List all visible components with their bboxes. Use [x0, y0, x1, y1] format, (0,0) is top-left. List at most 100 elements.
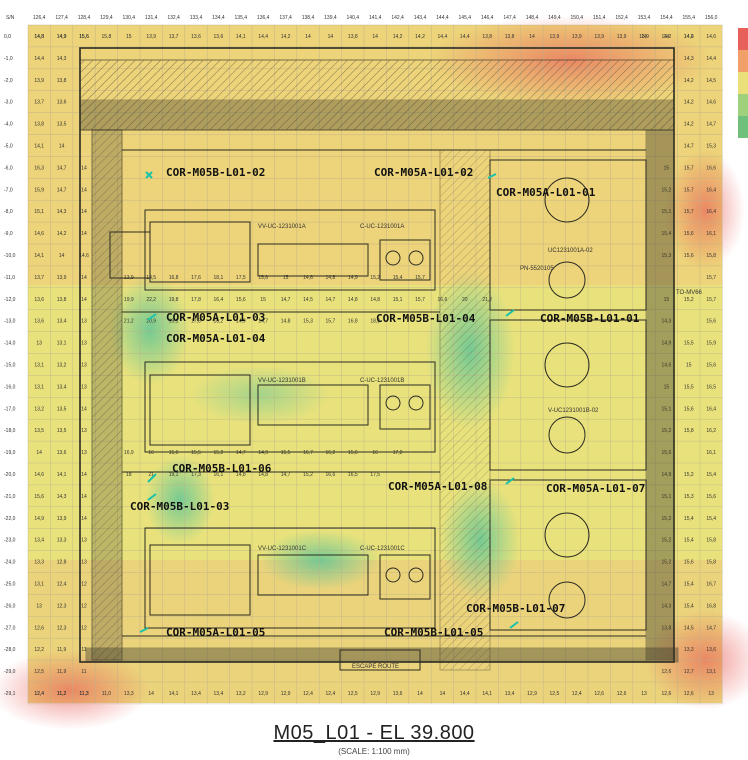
cell-value: 15,2: [662, 560, 672, 566]
cell-value: 14: [305, 34, 311, 40]
row-header: -23,0: [4, 538, 16, 544]
cell-value: 15,2: [684, 297, 694, 303]
column-header: 135,4: [235, 15, 248, 21]
cell-value: 11,3: [79, 691, 89, 697]
row-header: -12,0: [4, 297, 16, 303]
cell-value: 13,1: [34, 581, 44, 587]
column-header: 136,4: [257, 15, 270, 21]
cell-value: 14,5: [303, 297, 313, 303]
cell-value: 11,2: [57, 691, 67, 697]
cell-value: 15,6: [34, 494, 44, 500]
cell-value: 15,8: [706, 538, 716, 544]
cell-value: 13: [81, 384, 87, 390]
cell-value: 15: [664, 297, 670, 303]
cell-value: 12,5: [550, 691, 560, 697]
cell-value: 11,9: [57, 647, 67, 653]
cell-value: 15,8: [706, 560, 716, 566]
corridor-tag: COR-M05B-L01-07: [466, 602, 565, 615]
cell-value: 14: [440, 691, 446, 697]
cell-value: 15,2: [370, 275, 380, 281]
equipment-label: V-UC1231001B-02: [548, 408, 599, 414]
cell-value: 14,6: [706, 100, 716, 106]
row-header: -14,0: [4, 341, 16, 347]
row-header: -1,0: [4, 56, 13, 62]
column-header: 129,4: [100, 15, 113, 21]
equipment-label: UC1231001A-02: [548, 248, 593, 254]
cell-value: 12,6: [662, 691, 672, 697]
equipment-label: ESCAPE ROUTE: [352, 664, 399, 670]
cell-value: 11,0: [102, 691, 112, 697]
row-header: -25,0: [4, 581, 16, 587]
drawing-scale: (SCALE: 1:100 mm): [338, 747, 410, 756]
cell-value: 13,1: [34, 384, 44, 390]
cell-value: 13,4: [34, 538, 44, 544]
row-header: -28,0: [4, 647, 16, 653]
cell-value: 13,4: [214, 691, 224, 697]
cell-value: 19,9: [124, 297, 134, 303]
cell-value: 13,8: [662, 625, 672, 631]
cell-value: 14,4: [460, 34, 470, 40]
cell-value: 15,2: [214, 450, 224, 456]
legend-swatch: [738, 28, 748, 50]
cell-value: 14,2: [684, 78, 694, 84]
cell-value: 15,7: [684, 165, 694, 171]
cell-value: 14,8: [281, 319, 291, 325]
color-legend: [738, 28, 748, 138]
header-corner: S/N: [6, 15, 15, 21]
row-header: -26,0: [4, 603, 16, 609]
cell-value: 13,9: [617, 34, 627, 40]
cell-value: 15: [283, 275, 289, 281]
cell-value: 17,3: [191, 472, 201, 478]
cell-value: 14,7: [281, 297, 291, 303]
cell-value: 15,4: [662, 231, 672, 237]
cell-value: 15,6: [684, 560, 694, 566]
cell-value: 13,7: [34, 275, 44, 281]
cell-value: 13,4: [57, 319, 67, 325]
row-header: -24,0: [4, 560, 16, 566]
cell-value: 14: [36, 450, 42, 456]
cell-value: 15,6: [79, 34, 89, 40]
cell-value: 15,8: [706, 253, 716, 259]
cell-value: 13: [708, 691, 714, 697]
cell-value: 14: [417, 691, 423, 697]
cell-value: 17,5: [370, 472, 380, 478]
cell-value: 14,2: [415, 34, 425, 40]
cell-value: 14,7: [662, 581, 672, 587]
equipment-skids: [109, 159, 647, 631]
column-header: 131,4: [145, 15, 158, 21]
cell-value: 13: [36, 341, 42, 347]
cell-value: 17,5: [236, 275, 246, 281]
row-header: -27,0: [4, 625, 16, 631]
cell-value: 13,2: [34, 406, 44, 412]
cell-value: 14,7: [684, 143, 694, 149]
cell-value: 14: [81, 165, 87, 171]
cell-value: 15,8: [102, 34, 112, 40]
cell-value: 16,6: [326, 472, 336, 478]
cell-value: 15,6: [169, 450, 179, 456]
cell-value: 13,8: [57, 78, 67, 84]
cell-value: 13,6: [191, 34, 201, 40]
cell-value: 14,2: [393, 34, 403, 40]
column-header: 150,4: [571, 15, 584, 21]
column-header: 143,4: [414, 15, 427, 21]
cell-value: 16,2: [706, 428, 716, 434]
cell-value: 13: [81, 362, 87, 368]
cell-value: 12,4: [34, 691, 44, 697]
cell-value: 16,7: [706, 581, 716, 587]
cell-value: 14,9: [236, 319, 246, 325]
corridor-tag: COR-M05A-L01-02: [374, 166, 473, 179]
cell-value: 14,4: [438, 34, 448, 40]
cell-value: 14,2: [684, 122, 694, 128]
cell-value: 21,2: [124, 319, 134, 325]
cell-value: 12,4: [326, 691, 336, 697]
cell-value: 17,8: [191, 297, 201, 303]
cell-value: 14,1: [236, 34, 246, 40]
cell-value: 17,3: [191, 319, 201, 325]
cell-value: 12,6: [617, 691, 627, 697]
cell-value: 14,6: [303, 275, 313, 281]
row-header: -21,0: [4, 494, 16, 500]
cell-value: 12: [81, 625, 87, 631]
column-header: 134,4: [212, 15, 225, 21]
cell-value: 14,4: [460, 691, 470, 697]
